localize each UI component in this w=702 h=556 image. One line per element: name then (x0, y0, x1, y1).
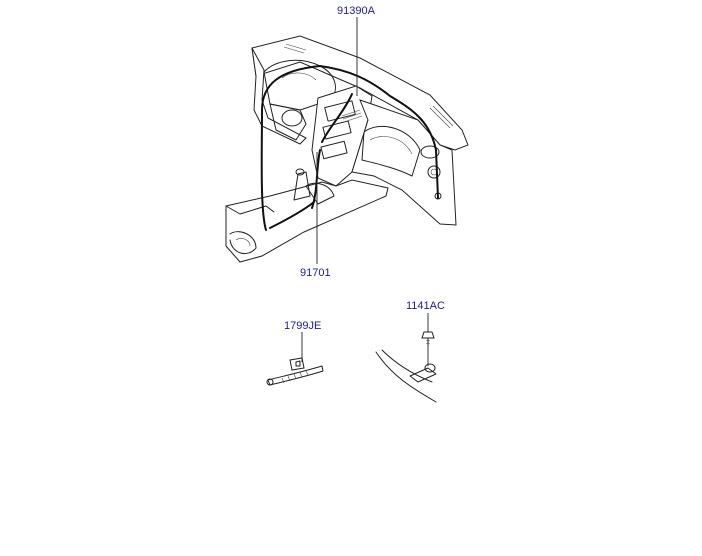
callout-91701: 91701 (300, 267, 331, 279)
callout-1799JE: 1799JE (284, 320, 321, 332)
bolt-illustration (375, 331, 437, 403)
callout-91390A: 91390A (337, 5, 376, 17)
dashboard-illustration (225, 35, 469, 263)
ground-strap-illustration (266, 357, 324, 386)
leader-lines (301, 17, 429, 366)
callout-1141AC: 1141AC (406, 300, 445, 312)
